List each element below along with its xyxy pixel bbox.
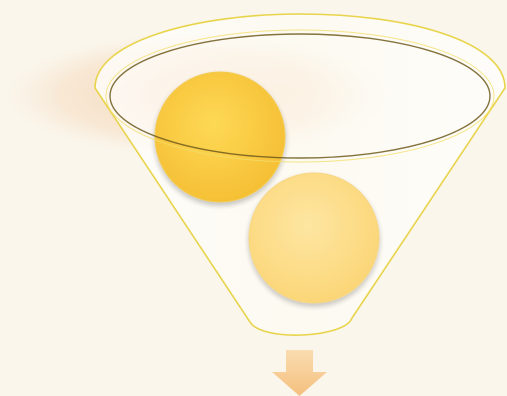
- lower-circle: [249, 173, 379, 303]
- down-arrow-icon: [272, 350, 327, 396]
- upper-circle: [155, 72, 285, 202]
